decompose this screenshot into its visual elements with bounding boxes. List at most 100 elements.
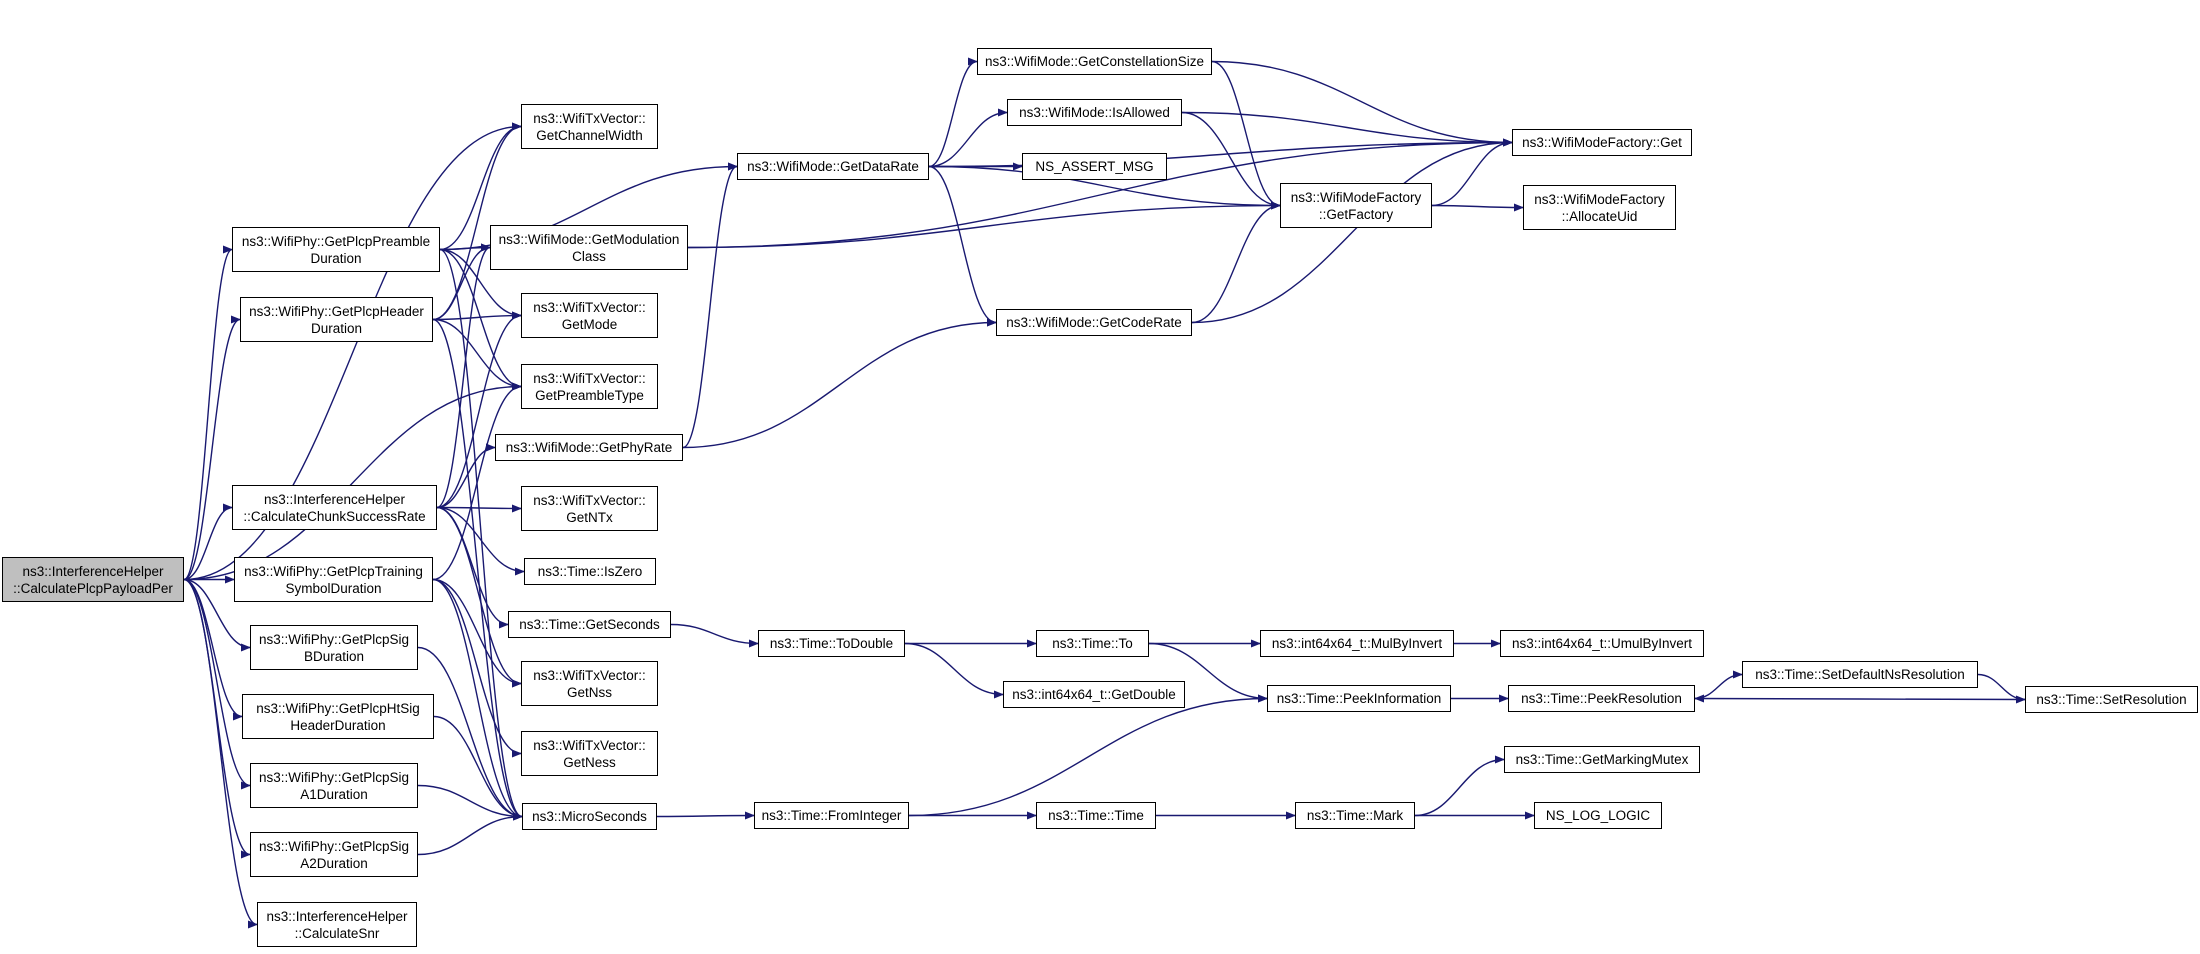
edge-root-to-snr (183, 578, 258, 929)
graph-node-timeto[interactable]: ns3::Time::To (1036, 630, 1149, 657)
graph-node-label-line: ns3::WifiTxVector:: (533, 299, 646, 315)
graph-node-markmutex[interactable]: ns3::Time::GetMarkingMutex (1504, 746, 1700, 773)
edge-isallowed-to-factoryget (1181, 111, 1513, 147)
edge-constsize-to-factoryget (1211, 60, 1513, 147)
edge-preamble-to-pretype (439, 248, 522, 391)
edge-setres-to-peekres (1694, 694, 2026, 703)
graph-node-constsize[interactable]: ns3::WifiMode::GetConstellationSize (977, 48, 1212, 75)
edge-htsig-to-micro (433, 715, 523, 821)
graph-node-label-line: ns3::int64x64_t::UmulByInvert (1511, 636, 1693, 651)
edge-datarate-to-coderate (928, 165, 997, 327)
graph-node-label-line: ns3::int64x64_t::GetDouble (1012, 687, 1176, 702)
graph-node-mark[interactable]: ns3::Time::Mark (1295, 802, 1415, 829)
graph-node-micro[interactable]: ns3::MicroSeconds (522, 803, 657, 830)
graph-node-label-line: ns3::Time::FromInteger (761, 808, 902, 823)
graph-node-label-line: ns3::Time::SetDefaultNsResolution (1755, 667, 1965, 682)
edge-siga1-to-micro (417, 784, 523, 821)
graph-node-getsec[interactable]: ns3::Time::GetSeconds (508, 611, 671, 638)
edge-constsize-to-getfactory (1211, 60, 1281, 210)
graph-node-pretype[interactable]: ns3::WifiTxVector::GetPreambleType (521, 364, 658, 409)
edge-training-to-ness (432, 578, 522, 758)
graph-node-label-line: ns3::WifiTxVector:: (533, 737, 646, 753)
graph-node-ness[interactable]: ns3::WifiTxVector::GetNess (521, 731, 658, 776)
graph-node-iszero[interactable]: ns3::Time::IsZero (524, 558, 656, 585)
graph-node-nss[interactable]: ns3::WifiTxVector::GetNss (521, 661, 658, 706)
graph-node-chwidth[interactable]: ns3::WifiTxVector::GetChannelWidth (521, 104, 658, 149)
edge-root-to-sigb (183, 578, 251, 652)
graph-node-label-line: ns3::WifiMode::GetCodeRate (1006, 315, 1182, 330)
edge-coderate-to-getfactory (1191, 201, 1281, 324)
graph-node-timetime[interactable]: ns3::Time::Time (1036, 802, 1156, 829)
graph-node-setdefres[interactable]: ns3::Time::SetDefaultNsResolution (1742, 661, 1978, 688)
graph-node-label-line: ns3::WifiMode::IsAllowed (1019, 105, 1170, 120)
edge-root-to-header (183, 315, 241, 581)
edge-todouble-to-getdouble (904, 642, 1004, 699)
graph-node-getfactory[interactable]: ns3::WifiModeFactory::GetFactory (1280, 183, 1432, 228)
edge-preamble-to-getmode (439, 248, 522, 320)
graph-node-label-line: ns3::Time::GetSeconds (519, 617, 660, 632)
graph-node-isallowed[interactable]: ns3::WifiMode::IsAllowed (1007, 99, 1182, 126)
graph-node-coderate[interactable]: ns3::WifiMode::GetCodeRate (996, 309, 1192, 336)
graph-node-label-line: ns3::WifiPhy::GetPlcpHtSig (256, 700, 420, 716)
edge-datarate-to-isallowed (928, 108, 1008, 168)
graph-node-loglogic[interactable]: NS_LOG_LOGIC (1534, 802, 1662, 829)
graph-node-snr[interactable]: ns3::InterferenceHelper::CalculateSnr (257, 902, 417, 947)
graph-node-label-line: ns3::WifiModeFactory::Get (1522, 135, 1682, 150)
edge-sigb-to-micro (417, 646, 523, 821)
graph-node-mulbyinv[interactable]: ns3::int64x64_t::MulByInvert (1260, 630, 1454, 657)
graph-node-label-line: HeaderDuration (290, 717, 386, 733)
edge-isallowed-to-getfactory (1181, 111, 1281, 210)
graph-node-factoryget[interactable]: ns3::WifiModeFactory::Get (1512, 129, 1692, 156)
graph-node-label-line: ns3::Time::Time (1048, 808, 1144, 823)
graph-node-label-line: GetMode (561, 316, 618, 332)
graph-node-label-line: ns3::InterferenceHelper (263, 491, 406, 507)
graph-node-getdouble[interactable]: ns3::int64x64_t::GetDouble (1003, 681, 1185, 708)
graph-node-label-line: GetNss (566, 684, 612, 700)
graph-node-root[interactable]: ns3::InterferenceHelper::CalculatePlcpPa… (2, 557, 184, 602)
graph-node-assert[interactable]: NS_ASSERT_MSG (1022, 153, 1167, 180)
edge-preamble-to-micro (439, 248, 523, 821)
graph-node-chunk[interactable]: ns3::InterferenceHelper::CalculateChunkS… (232, 485, 437, 530)
edge-header-to-micro (432, 318, 523, 821)
graph-node-label-line: ns3::WifiPhy::GetPlcpHeader (249, 303, 424, 319)
graph-node-label-line: GetNess (563, 754, 616, 770)
graph-node-alloc[interactable]: ns3::WifiModeFactory::AllocateUid (1523, 185, 1676, 230)
graph-node-label-line: ::AllocateUid (1561, 208, 1638, 224)
edge-peekres-to-setdefres (1694, 670, 1743, 700)
edge-training-to-micro (432, 578, 523, 821)
graph-node-phyrate[interactable]: ns3::WifiMode::GetPhyRate (495, 434, 683, 461)
graph-node-label-line: BDuration (303, 648, 365, 664)
graph-node-peekres[interactable]: ns3::Time::PeekResolution (1508, 685, 1695, 712)
graph-node-label-line: GetNTx (566, 509, 613, 525)
graph-node-todouble[interactable]: ns3::Time::ToDouble (758, 630, 905, 657)
graph-node-umulbyinv[interactable]: ns3::int64x64_t::UmulByInvert (1500, 630, 1704, 657)
graph-node-peekinfo[interactable]: ns3::Time::PeekInformation (1267, 685, 1451, 712)
edge-header-to-chwidth (432, 122, 522, 321)
graph-node-setres[interactable]: ns3::Time::SetResolution (2025, 686, 2198, 713)
edge-coderate-to-factoryget (1191, 138, 1513, 324)
edge-datarate-to-constsize (928, 57, 978, 168)
graph-node-label-line: ns3::Time::GetMarkingMutex (1515, 752, 1689, 767)
graph-node-ntx[interactable]: ns3::WifiTxVector::GetNTx (521, 486, 658, 531)
edge-header-to-pretype (432, 318, 522, 391)
graph-node-label-line: ::GetFactory (1318, 206, 1394, 222)
graph-node-label-line: ns3::Time::To (1052, 636, 1133, 651)
graph-node-getmode[interactable]: ns3::WifiTxVector::GetMode (521, 293, 658, 338)
edge-timeto-to-peekinfo (1148, 642, 1268, 703)
graph-node-datarate[interactable]: ns3::WifiMode::GetDataRate (737, 153, 929, 180)
graph-node-label-line: ns3::WifiModeFactory (1534, 191, 1665, 207)
edge-chunk-to-nss (436, 506, 522, 688)
graph-node-fromint[interactable]: ns3::Time::FromInteger (754, 802, 909, 829)
edge-modclass-to-getfactory (687, 201, 1281, 249)
edge-training-to-nss (432, 578, 522, 688)
edge-micro-to-fromint (656, 811, 755, 820)
